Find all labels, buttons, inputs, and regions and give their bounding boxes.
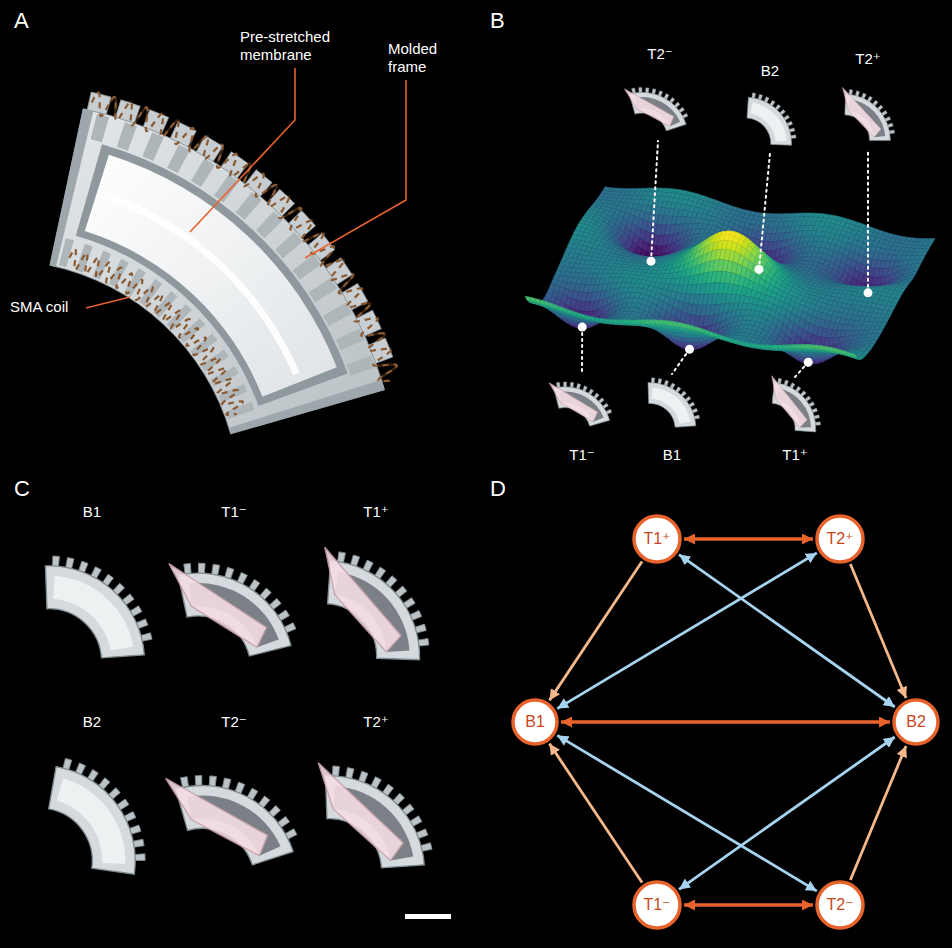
- frame-rib: [323, 303, 352, 326]
- surface-patch: [908, 275, 915, 279]
- leader-line: [190, 68, 295, 232]
- surface-patch: [884, 314, 891, 318]
- surface-patch: [916, 259, 923, 263]
- frame-rib: [293, 254, 321, 279]
- actuator-illustration: [50, 68, 406, 434]
- surface-patch: [880, 322, 887, 326]
- surface-patch: [882, 318, 889, 322]
- surface-patch: [920, 252, 927, 256]
- membrane-highlight: [105, 196, 297, 375]
- leader-line: [305, 80, 406, 258]
- frame-rib: [275, 232, 302, 258]
- surface-patch: [906, 278, 913, 281]
- frame-rib: [117, 122, 137, 151]
- frame-end: [50, 109, 93, 267]
- leader-line: [86, 297, 130, 308]
- frame-rib: [347, 355, 376, 375]
- frame-rib: [142, 132, 163, 161]
- sma-coil: [92, 93, 397, 381]
- surface-patch: [886, 310, 893, 314]
- surface-patch: [888, 306, 895, 311]
- surface-patch: [922, 249, 929, 253]
- frame-rib: [214, 174, 239, 202]
- frame-end: [229, 380, 385, 434]
- surface-patch: [926, 242, 933, 245]
- frame-rib: [210, 366, 238, 387]
- surface-patch: [914, 263, 921, 267]
- molded-frame: [50, 109, 385, 434]
- frame-rib: [201, 349, 229, 371]
- frame-rib: [309, 278, 337, 302]
- frame-rib: [167, 144, 190, 173]
- surface-patch: [928, 239, 935, 243]
- frame-rib: [91, 114, 109, 142]
- surface-patch: [910, 272, 917, 276]
- frame-rib: [191, 158, 215, 186]
- surface-patch: [918, 256, 925, 260]
- surface-patch: [878, 326, 885, 330]
- frame-rib: [179, 318, 205, 343]
- sma-coil: [69, 249, 242, 415]
- energy-landscape: [525, 75, 935, 433]
- frame-rib: [336, 329, 365, 351]
- surface-patch: [912, 268, 919, 272]
- frame-rib: [225, 402, 254, 419]
- surface-patch: [924, 245, 931, 248]
- frame-rib: [109, 259, 129, 288]
- frame-rib: [256, 211, 283, 238]
